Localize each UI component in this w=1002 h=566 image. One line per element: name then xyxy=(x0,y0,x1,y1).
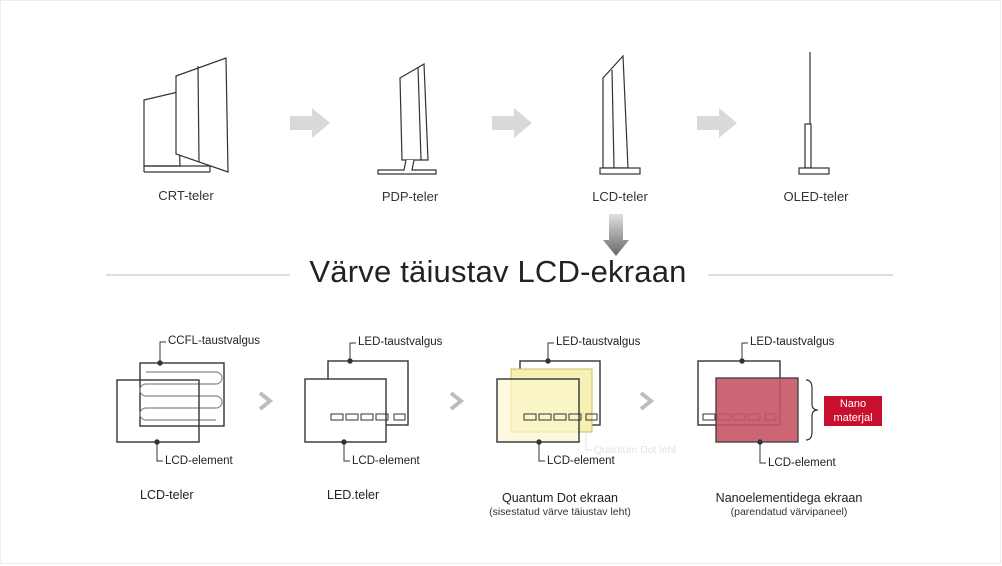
tv-label-oled: OLED-teler xyxy=(783,189,849,204)
callout-lcd-element: LCD-element xyxy=(547,455,615,467)
ccfl-panel-diagram xyxy=(116,341,225,462)
callout-led-backlight: LED-taustvalgus xyxy=(750,336,835,348)
subcaption-nano-display: (parendatud värvipaneel) xyxy=(730,506,848,518)
chevron-right-icon xyxy=(449,391,465,411)
tv-label-pdp: PDP-teler xyxy=(381,189,439,204)
caption-lcd-tv: LCD-teler xyxy=(140,488,194,502)
nano-panel-diagram xyxy=(697,342,819,464)
nano-material-badge: Nano materjal xyxy=(824,396,882,426)
down-arrow-icon xyxy=(603,214,629,256)
callout-ccfl-backlight: CCFL-taustvalgus xyxy=(168,335,261,347)
right-arrow-icon xyxy=(492,108,532,138)
subcaption-quantum-dot: (sisestatud värve täiustav leht) xyxy=(489,506,631,518)
callout-lcd-element: LCD-element xyxy=(352,455,420,467)
lcd-tv-icon xyxy=(599,54,641,175)
callout-lcd-element: LCD-element xyxy=(165,455,233,467)
caption-led-tv: LED.teler xyxy=(327,488,380,502)
right-arrow-icon xyxy=(290,108,330,138)
led-panel-diagram xyxy=(304,342,409,462)
callout-quantum-dot-sheet: Quantum Dot leht xyxy=(594,444,677,456)
chevron-right-icon xyxy=(639,391,655,411)
callout-lcd-element: LCD-element xyxy=(768,457,836,469)
chevron-right-icon xyxy=(258,391,274,411)
tv-label-crt: CRT-teler xyxy=(158,188,214,203)
crt-tv-icon xyxy=(143,57,229,173)
oled-tv-icon xyxy=(798,52,830,175)
caption-quantum-dot: Quantum Dot ekraan xyxy=(501,491,619,505)
callout-led-backlight: LED-taustvalgus xyxy=(358,336,443,348)
pdp-tv-icon xyxy=(377,62,437,175)
callout-led-backlight: LED-taustvalgus xyxy=(556,336,641,348)
right-arrow-icon xyxy=(697,108,737,138)
tv-label-lcd: LCD-teler xyxy=(592,189,648,204)
caption-nano-display: Nanoelementidega ekraan xyxy=(715,491,863,505)
quantum-dot-panel-diagram xyxy=(496,342,601,462)
section-heading: Värve täiustav LCD-ekraan xyxy=(309,254,687,289)
